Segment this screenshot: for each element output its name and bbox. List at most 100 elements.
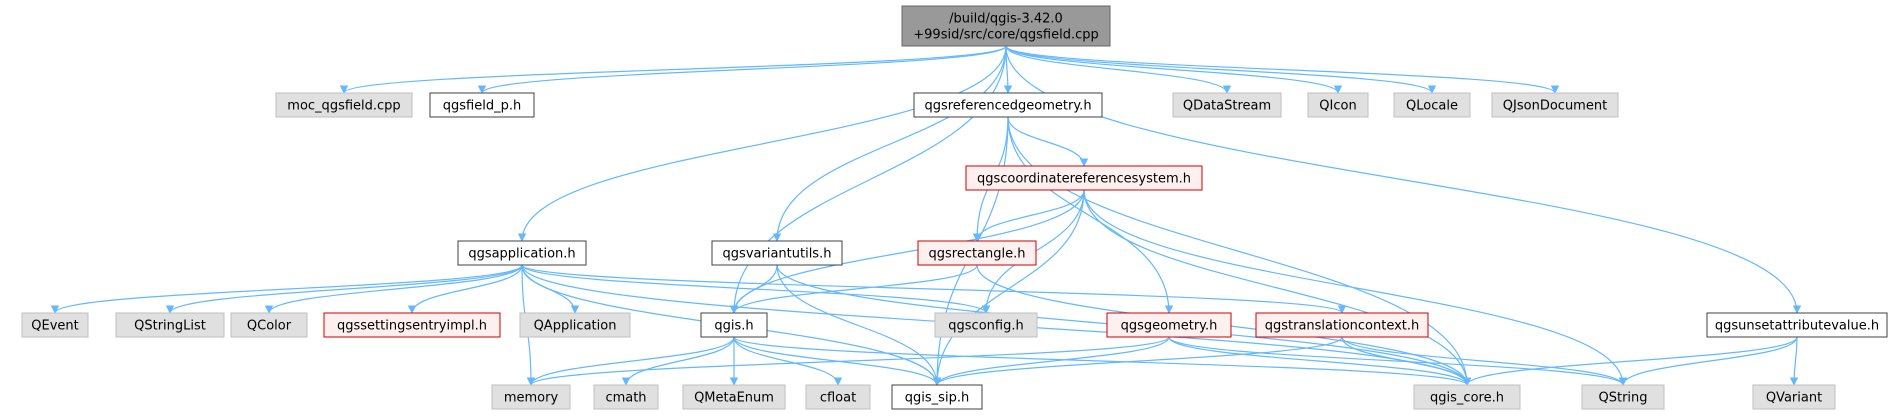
dependency-edge-unset-to-qvariant [1789, 336, 1799, 386]
node-label: qgsapplication.h [468, 247, 575, 262]
dependency-edge-app-to-qstringlist [165, 264, 523, 314]
node-settings[interactable]: qgssettingsentryimpl.h [323, 312, 501, 338]
node-qstringlist: QStringList [115, 312, 225, 338]
dependency-edge-crs-to-qstring [1083, 189, 1628, 386]
node-label: cfloat [820, 391, 856, 406]
dependency-edge-app-to-settings [407, 264, 523, 314]
dependency-edge-root-to-qdatastream [1005, 45, 1232, 94]
dependency-edge-app-to-transl [521, 264, 1346, 314]
node-box [1255, 312, 1429, 338]
node-unset[interactable]: qgsunsetattributevalue.h [1706, 312, 1888, 338]
node-moc: moc_qgsfield.cpp [275, 92, 413, 118]
node-box [1706, 312, 1888, 338]
dependency-edge-root-to-varutils [772, 45, 1007, 242]
node-qlocale: QLocale [1393, 92, 1471, 118]
node-box [1752, 384, 1836, 410]
node-box [115, 312, 225, 338]
node-label: qgis.h [714, 319, 753, 334]
dependency-edge-crs-to-sip [932, 189, 1085, 386]
node-label: QStringList [134, 319, 206, 334]
node-cfloat: cfloat [805, 384, 871, 410]
node-qstring: QString [1581, 384, 1665, 410]
node-fieldp[interactable]: qgsfield_p.h [429, 92, 535, 118]
node-label: QVariant [1766, 391, 1822, 406]
node-app[interactable]: qgsapplication.h [457, 240, 587, 266]
node-box [913, 92, 1103, 118]
node-rect[interactable]: qgsrectangle.h [917, 240, 1037, 266]
dependency-edge-transl-to-core [1341, 336, 1472, 386]
node-label: /build/qgis-3.42.0 [949, 12, 1063, 27]
node-box [901, 5, 1111, 47]
node-label: QColor [247, 319, 292, 334]
node-label: QDataStream [1183, 99, 1271, 114]
dependency-edge-geometry-to-core [1168, 336, 1472, 386]
node-box [711, 240, 843, 266]
node-box [21, 312, 89, 338]
node-crs[interactable]: qgscoordinatereferencesystem.h [965, 165, 1203, 191]
node-root[interactable]: /build/qgis-3.42.0+99sid/src/core/qgsfie… [901, 5, 1111, 47]
node-box [805, 384, 871, 410]
dependency-edge-qgis-to-cmath [621, 336, 735, 386]
node-box [891, 384, 983, 410]
dependency-edge-transl-to-sip [932, 336, 1343, 386]
node-box [275, 92, 413, 118]
node-label: QMetaEnum [694, 391, 774, 406]
dependency-edge-unset-to-core [1462, 336, 1798, 386]
dependency-edge-varutils-to-qgis [729, 264, 778, 314]
dependency-edge-geometry-to-qstring [1168, 336, 1628, 386]
node-box [1307, 92, 1369, 118]
node-label: QLocale [1406, 99, 1458, 114]
node-label: qgsgeometry.h [1121, 319, 1218, 334]
dependency-edge-root-to-app [517, 45, 1007, 242]
dependency-edge-qgis-to-cfloat [733, 336, 843, 386]
node-qgis[interactable]: qgis.h [700, 312, 768, 338]
dependency-edge-crs-to-core [1083, 189, 1472, 386]
node-qvariant: QVariant [1752, 384, 1836, 410]
node-label: +99sid/src/core/qgsfield.cpp [913, 28, 1098, 43]
node-varutils[interactable]: qgsvariantutils.h [711, 240, 843, 266]
node-box [1393, 92, 1471, 118]
node-box [1106, 312, 1232, 338]
node-qevent: QEvent [21, 312, 89, 338]
node-qdatastream: QDataStream [1172, 92, 1282, 118]
node-cmath: cmath [593, 384, 659, 410]
dependency-edge-refgeom-to-geometry [1007, 116, 1174, 314]
node-sip[interactable]: qgis_sip.h [891, 384, 983, 410]
node-box [457, 240, 587, 266]
node-qjson: QJsonDocument [1491, 92, 1619, 118]
node-label: QApplication [534, 319, 617, 334]
node-geometry[interactable]: qgsgeometry.h [1106, 312, 1232, 338]
node-box [917, 240, 1037, 266]
node-box [965, 165, 1203, 191]
node-label: qgstranslationcontext.h [1265, 319, 1420, 334]
node-qicon: QIcon [1307, 92, 1369, 118]
node-transl[interactable]: qgstranslationcontext.h [1255, 312, 1429, 338]
node-label: qgsrectangle.h [928, 247, 1025, 262]
node-memory: memory [491, 384, 571, 410]
node-label: QEvent [31, 319, 78, 334]
dependency-edge-unset-to-qstring [1618, 336, 1798, 386]
dependency-edge-varutils-to-sip [776, 264, 942, 386]
dependency-edge-qgis-to-core [733, 336, 1471, 386]
node-label: QString [1598, 391, 1647, 406]
node-label: memory [504, 391, 559, 406]
node-config: qgsconfig.h [934, 312, 1038, 338]
node-label: qgscoordinatereferencesystem.h [977, 172, 1191, 187]
node-core: qgis_core.h [1413, 384, 1521, 410]
node-box [593, 384, 659, 410]
node-qcolor: QColor [230, 312, 308, 338]
node-label: qgsreferencedgeometry.h [924, 99, 1091, 114]
dependency-edge-root-to-fieldp [477, 45, 1007, 94]
node-box [519, 312, 631, 338]
node-qapplication: QApplication [519, 312, 631, 338]
dependency-edge-geometry-to-sip [932, 336, 1170, 386]
node-box [682, 384, 786, 410]
node-refgeom[interactable]: qgsreferencedgeometry.h [913, 92, 1103, 118]
dependency-edge-root-to-qlocale [1005, 45, 1437, 94]
node-box [1172, 92, 1282, 118]
node-box [934, 312, 1038, 338]
dependency-edge-qgis-to-memory [526, 336, 735, 386]
dependency-edge-rect-to-qgis [729, 264, 978, 314]
node-layer: /build/qgis-3.42.0+99sid/src/core/qgsfie… [21, 5, 1888, 410]
